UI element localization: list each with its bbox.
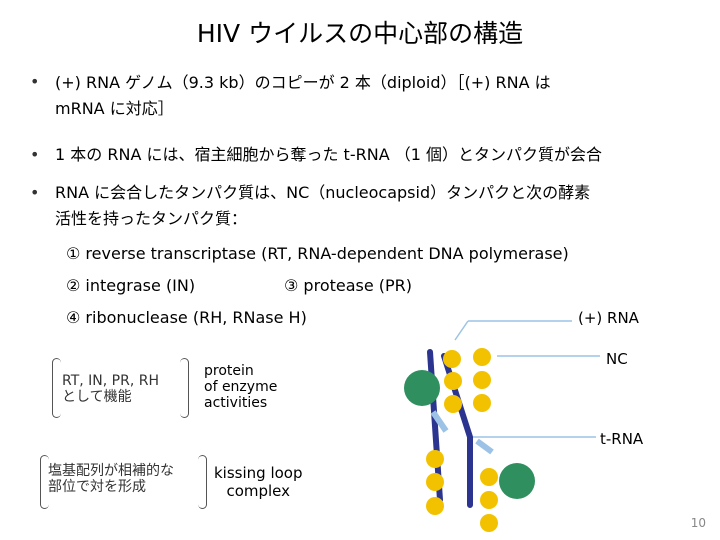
bullet-marker: • [30, 72, 40, 91]
slide-title: HIV ウイルスの中心部の構造 [196, 19, 524, 48]
note-kissing-loop-line2: complex [226, 482, 291, 500]
note-complementary: 塩基配列が相補的な 部位で対を形成 [48, 463, 174, 495]
pointer-line-rna [454, 320, 469, 341]
bullet-1-line2: mRNA に対応］ [55, 99, 174, 118]
bracket-left [52, 358, 61, 418]
note-complementary-line2: 部位で対を形成 [48, 479, 146, 495]
nc-protein-circle [426, 497, 444, 515]
page-number: 10 [690, 516, 706, 530]
note-enzyme-function-line2: として機能 [62, 389, 132, 405]
note-protein-enzyme-line2: of enzyme [204, 379, 278, 395]
bullet-2: 1 本の RNA には、宿主細胞から奪った t-RNA （1 個）とタンパク質が… [55, 145, 602, 164]
note-protein-enzyme-line3: activities [204, 395, 268, 411]
note-kissing-loop-line1: kissing loop [214, 464, 303, 482]
nc-protein-circle [480, 468, 498, 486]
enzyme-pr: ③ protease (PR) [284, 276, 413, 295]
trna-bar [475, 438, 494, 455]
enzyme-rt: ① reverse transcriptase (RT, RNA-depende… [66, 244, 569, 263]
nc-protein-circle [480, 491, 498, 509]
enzyme-in: ② integrase (IN) [66, 276, 196, 295]
nc-protein-circle [473, 394, 491, 412]
bullet-1: (+) RNA ゲノム（9.3 kb）のコピーが 2 本（diploid）［(+… [55, 70, 551, 122]
bullet-1-line1: (+) RNA ゲノム（9.3 kb）のコピーが 2 本（diploid）［(+… [55, 73, 551, 92]
note-enzyme-function: RT, IN, PR, RH として機能 [62, 373, 159, 405]
bullet-3: RNA に会合したタンパク質は、NC（nucleocapsid）タンパクと次の酵… [55, 180, 590, 232]
enzyme-protein-circle [404, 370, 440, 406]
nc-protein-circle [444, 395, 462, 413]
note-complementary-line1: 塩基配列が相補的な [48, 463, 174, 479]
enzyme-protein-circle [499, 463, 535, 499]
nc-protein-circle [443, 350, 461, 368]
bullet-marker: • [30, 145, 40, 164]
label-trna: t-RNA [600, 430, 644, 448]
nc-protein-circle [444, 372, 462, 390]
nc-protein-circle [473, 371, 491, 389]
nc-protein-circle [426, 450, 444, 468]
note-protein-enzyme-line1: protein [204, 363, 254, 379]
bracket-right [180, 358, 189, 418]
nc-protein-circle [426, 473, 444, 491]
enzyme-rh: ④ ribonuclease (RH, RNase H) [66, 308, 307, 327]
nc-protein-circle [480, 514, 498, 532]
label-plus-rna: (+) RNA [578, 309, 639, 327]
note-enzyme-function-line1: RT, IN, PR, RH [62, 373, 159, 389]
note-protein-enzyme: protein of enzyme activities [204, 363, 277, 411]
label-nc: NC [606, 350, 628, 368]
note-kissing-loop: kissing loop complex [214, 464, 303, 500]
bracket-right [198, 455, 207, 509]
trna-bar [430, 410, 449, 433]
bullet-3-line2: 活性を持ったタンパク質： [55, 209, 248, 228]
bracket-left [40, 455, 49, 509]
nc-protein-circle [473, 348, 491, 366]
bullet-marker: • [30, 183, 40, 202]
bullet-3-line1: RNA に会合したタンパク質は、NC（nucleocapsid）タンパクと次の酵… [55, 183, 591, 202]
